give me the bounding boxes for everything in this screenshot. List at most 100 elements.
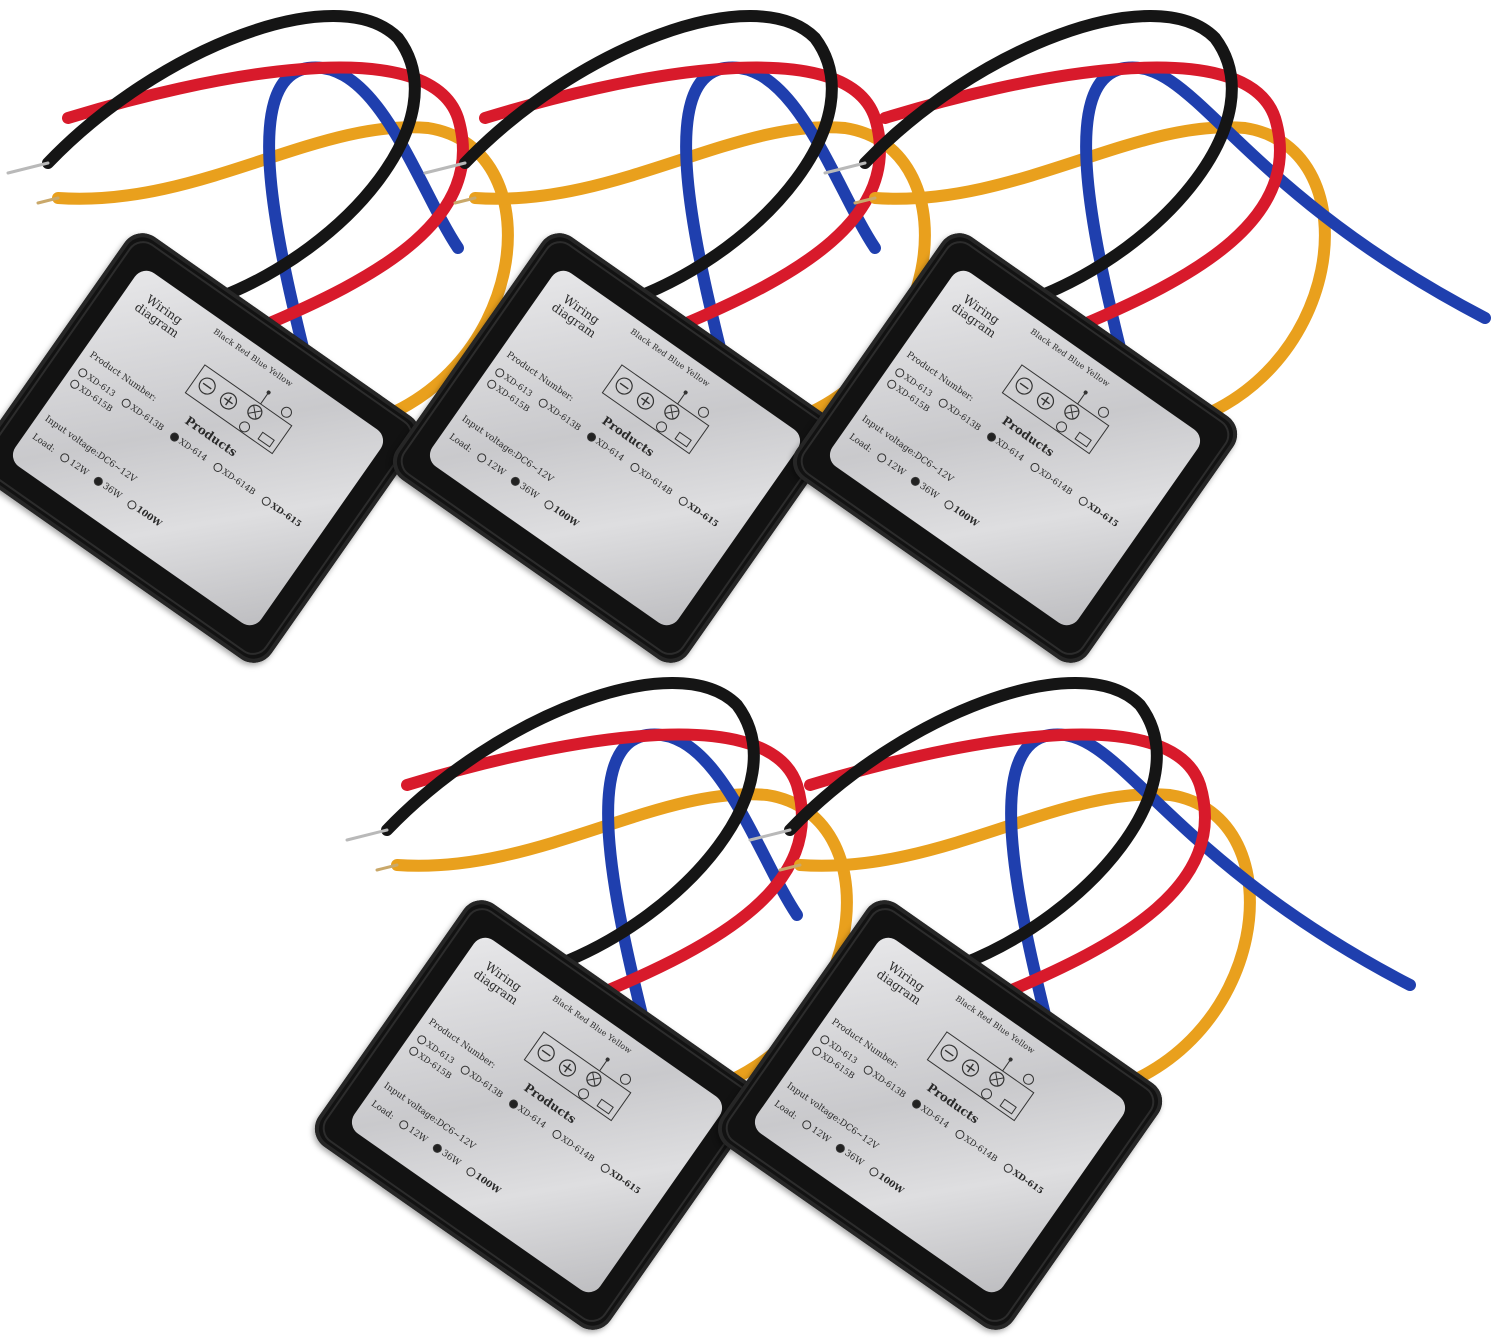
model-option: XD-613B bbox=[535, 395, 583, 435]
load-label: Load: bbox=[369, 1099, 396, 1122]
model-option: XD-614B bbox=[627, 459, 675, 499]
black-wire bbox=[859, 10, 1238, 304]
wire-name-red: Red bbox=[572, 1009, 591, 1026]
load-option: 36W bbox=[909, 475, 941, 502]
wire-name-yellow: Yellow bbox=[266, 365, 295, 389]
wiring-symbol-icon bbox=[523, 1031, 632, 1122]
load-value: 36W bbox=[100, 481, 124, 502]
yellow-wire bbox=[869, 121, 1331, 434]
load-value: 100W bbox=[950, 504, 981, 530]
wiring-symbol-icon bbox=[1001, 364, 1110, 455]
red-wire bbox=[479, 61, 886, 334]
load-option: 36W bbox=[92, 475, 124, 502]
model-name: XD-614 bbox=[515, 1104, 548, 1131]
model-option: XD-614B bbox=[549, 1126, 597, 1166]
module-label: Wiring diagram Black Red Blue Yellow bbox=[7, 265, 389, 631]
module-label: Wiring diagram Black Red Blue Yellow bbox=[824, 265, 1206, 631]
module-label: Wiring diagram Black Red Blue Yellow bbox=[749, 932, 1131, 1298]
model-option: XD-613B bbox=[457, 1062, 505, 1102]
model-name: XD-614 bbox=[993, 437, 1026, 464]
label-title: Wiring diagram bbox=[132, 292, 186, 341]
model-name: XD-615 bbox=[685, 501, 721, 530]
model-name: XD-614 bbox=[593, 437, 626, 464]
black-wire bbox=[784, 677, 1163, 971]
wire-name-black: Black bbox=[1028, 326, 1054, 348]
wire-name-blue: Blue bbox=[1065, 353, 1087, 372]
red-wire bbox=[804, 728, 1211, 1001]
load-option: 100W bbox=[942, 498, 980, 529]
wire-name-yellow: Yellow bbox=[1008, 1032, 1037, 1056]
model-name: XD-615 bbox=[268, 501, 304, 530]
load-option: 12W bbox=[58, 451, 90, 479]
load-value: 100W bbox=[875, 1171, 906, 1197]
red-wire bbox=[401, 728, 808, 1001]
wire-name-blue: Blue bbox=[990, 1020, 1012, 1039]
label-title: Wiring diagram bbox=[471, 959, 525, 1008]
label-title: Wiring diagram bbox=[949, 292, 1003, 341]
model-name: XD-614B bbox=[961, 1134, 1000, 1165]
load-option: 100W bbox=[867, 1165, 905, 1196]
terminal-lead bbox=[6, 161, 50, 175]
model-name: XD-613B bbox=[870, 1070, 908, 1101]
load-option: 36W bbox=[509, 475, 541, 502]
model-name: XD-614 bbox=[918, 1104, 951, 1131]
wire-name-red: Red bbox=[233, 342, 252, 359]
model-name: XD-613B bbox=[128, 403, 166, 434]
wire-name-red: Red bbox=[650, 342, 669, 359]
model-name: XD-614B bbox=[219, 467, 258, 498]
module-label: Wiring diagram Black Red Blue Yellow bbox=[346, 932, 728, 1298]
wire-name-red: Red bbox=[1050, 342, 1069, 359]
model-option: XD-615 bbox=[675, 493, 721, 531]
model-name: XD-615 bbox=[1010, 1168, 1046, 1197]
wire-name-blue: Blue bbox=[665, 353, 687, 372]
terminal-lead bbox=[748, 828, 792, 842]
wire-name-black: Black bbox=[211, 326, 237, 348]
terminal-lead bbox=[778, 863, 802, 872]
load-value: 36W bbox=[439, 1148, 463, 1169]
load-value: 36W bbox=[517, 481, 541, 502]
load-option: 12W bbox=[800, 1118, 832, 1146]
load-label: Load: bbox=[447, 432, 474, 455]
black-wire bbox=[459, 10, 838, 304]
red-wire bbox=[879, 61, 1286, 334]
model-name: XD-613B bbox=[545, 403, 583, 434]
wiring-symbol-icon bbox=[184, 364, 293, 455]
model-option: XD-614B bbox=[952, 1126, 1000, 1166]
model-name: XD-613B bbox=[945, 403, 983, 434]
load-value: 36W bbox=[842, 1148, 866, 1169]
load-value: 12W bbox=[884, 458, 907, 479]
load-option: 12W bbox=[875, 451, 907, 479]
black-wire bbox=[42, 10, 421, 304]
model-name: XD-614 bbox=[176, 437, 209, 464]
terminal-lead bbox=[453, 196, 477, 205]
wire-name-red: Red bbox=[975, 1009, 994, 1026]
terminal-lead bbox=[375, 863, 399, 872]
wire-name-yellow: Yellow bbox=[683, 365, 712, 389]
load-value: 12W bbox=[406, 1125, 429, 1146]
model-option: XD-615 bbox=[1000, 1160, 1046, 1198]
terminal-lead bbox=[853, 196, 877, 205]
load-value: 12W bbox=[809, 1125, 832, 1146]
load-value: 12W bbox=[67, 458, 90, 479]
load-label: Load: bbox=[30, 432, 57, 455]
load-value: 100W bbox=[472, 1171, 503, 1197]
model-name: XD-613B bbox=[467, 1070, 505, 1101]
wire-name-black: Black bbox=[628, 326, 654, 348]
model-name: XD-615 bbox=[607, 1168, 643, 1197]
wiring-symbol-icon bbox=[926, 1031, 1035, 1122]
wire-name-black: Black bbox=[953, 993, 979, 1015]
wire-name-blue: Blue bbox=[587, 1020, 609, 1039]
load-label: Load: bbox=[772, 1099, 799, 1122]
model-name: XD-615 bbox=[1085, 501, 1121, 530]
load-value: 100W bbox=[550, 504, 581, 530]
model-option: XD-615 bbox=[597, 1160, 643, 1198]
model-option: XD-615 bbox=[258, 493, 304, 531]
load-value: 12W bbox=[484, 458, 507, 479]
black-wire bbox=[381, 677, 760, 971]
model-option: XD-613B bbox=[860, 1062, 908, 1102]
model-name: XD-614B bbox=[558, 1134, 597, 1165]
load-value: 36W bbox=[917, 481, 941, 502]
terminal-lead bbox=[36, 196, 60, 205]
